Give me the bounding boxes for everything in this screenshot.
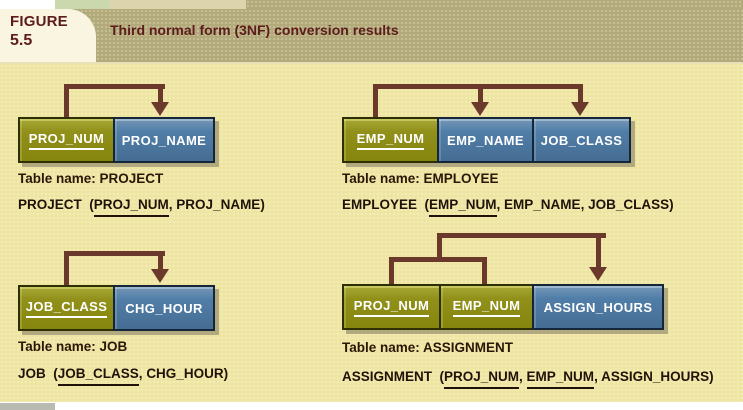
table-row-project: PROJ_NUM PROJ_NAME [18, 117, 215, 163]
table-name-project: Table name: PROJECT [18, 171, 164, 186]
cell-emp-name: EMP_NAME [437, 117, 534, 163]
schema-separator: , [496, 197, 505, 212]
cell-job-class-key: JOB_CLASS [18, 285, 115, 331]
schema-attr: JOB_CLASS [588, 197, 670, 212]
schema-attr: PROJ_NAME [176, 197, 261, 212]
schema-attr: CHG_HOUR [146, 366, 224, 381]
schema-prefix: ASSIGNMENT ( [342, 369, 445, 384]
schema-prefix: JOB ( [18, 366, 58, 381]
schema-attr: EMP_NAME [504, 197, 581, 212]
schema-separator: , [168, 197, 177, 212]
arrow-segment [64, 84, 69, 117]
schema-prefix: PROJECT ( [18, 197, 94, 212]
attr-label: JOB_CLASS [540, 132, 623, 148]
table-row-job: JOB_CLASS CHG_HOUR [18, 285, 215, 331]
arrowhead-icon [151, 102, 169, 116]
table-name-job: Table name: JOB [18, 339, 128, 354]
schema-attr: ASSIGN_HOURS [601, 369, 710, 384]
arrow-segment [64, 251, 165, 256]
cell-job-class: JOB_CLASS [532, 117, 631, 163]
figure-header-band: Third normal form (3NF) conversion resul… [0, 9, 743, 62]
table-row-assignment: PROJ_NUM EMP_NUM ASSIGN_HOURS [342, 284, 664, 330]
cell-proj-num: PROJ_NUM [18, 117, 115, 163]
attr-label: ASSIGN_HOURS [543, 299, 653, 315]
arrow-segment [158, 251, 163, 270]
arrow-segment [478, 84, 483, 103]
arrow-segment [64, 84, 165, 89]
schema-separator: , [138, 366, 147, 381]
arrow-segment [482, 257, 487, 284]
attr-label: CHG_HOUR [125, 300, 203, 316]
schema-suffix: ) [709, 369, 714, 384]
schema-key-attr: PROJ_NUM [444, 369, 520, 389]
cell-chg-hour: CHG_HOUR [113, 285, 215, 331]
attr-label: EMP_NAME [447, 132, 524, 148]
figure-number: 5.5 [10, 32, 33, 49]
schema-key-attr: EMP_NUM [429, 197, 497, 217]
pk-label: PROJ_NUM [28, 131, 105, 150]
arrowhead-icon [571, 102, 589, 116]
schema-separator: , [519, 369, 527, 384]
schema-suffix: ) [260, 197, 265, 212]
cell-proj-num-key: PROJ_NUM [342, 284, 441, 330]
arrowhead-icon [471, 102, 489, 116]
figure-label: FIGURE [10, 13, 68, 30]
cell-emp-num-key: EMP_NUM [439, 284, 534, 330]
pk-label: EMP_NUM [452, 298, 521, 317]
arrow-segment [596, 233, 601, 268]
cell-proj-name: PROJ_NAME [113, 117, 215, 163]
schema-project: PROJECT (PROJ_NUM, PROJ_NAME) [18, 197, 265, 217]
page-top-green-tab [55, 0, 110, 9]
page-bottom-edge [0, 402, 743, 410]
schema-key-attr: EMP_NUM [526, 369, 595, 389]
schema-prefix: EMPLOYEE ( [342, 197, 430, 212]
table-name-employee: Table name: EMPLOYEE [342, 171, 499, 186]
arrowhead-icon [151, 269, 169, 283]
schema-separator: , [594, 369, 602, 384]
figure-label-box: FIGURE 5.5 [0, 9, 96, 62]
cell-emp-num: EMP_NUM [342, 117, 439, 163]
header-band-top-strip [246, 0, 743, 9]
schema-job: JOB (JOB_CLASS, CHG_HOUR) [18, 366, 228, 386]
arrow-segment [64, 251, 69, 285]
figure-title: Third normal form (3NF) conversion resul… [110, 22, 399, 38]
schema-key-attr: JOB_CLASS [57, 366, 139, 386]
arrow-segment [373, 84, 378, 117]
arrow-segment [389, 257, 394, 284]
page-bottom-gray-block [0, 403, 55, 410]
band-divider-line [0, 62, 743, 64]
cell-assign-hours: ASSIGN_HOURS [532, 284, 664, 330]
attr-label: PROJ_NAME [121, 132, 207, 148]
schema-suffix: ) [669, 197, 674, 212]
pk-label: JOB_CLASS [25, 299, 108, 318]
arrowhead-icon [589, 267, 607, 281]
page-top-cream-strip [110, 0, 246, 9]
arrow-segment [158, 84, 163, 103]
table-name-assignment: Table name: ASSIGNMENT [342, 340, 514, 355]
arrow-segment [437, 233, 606, 238]
arrow-segment [578, 84, 583, 103]
table-row-employee: EMP_NUM EMP_NAME JOB_CLASS [342, 117, 631, 163]
arrow-segment [437, 233, 442, 260]
pk-label: EMP_NUM [356, 131, 425, 150]
schema-suffix: ) [223, 366, 229, 381]
schema-assignment: ASSIGNMENT (PROJ_NUM, EMP_NUM, ASSIGN_HO… [342, 369, 714, 389]
pk-label: PROJ_NUM [353, 298, 430, 317]
schema-key-attr: PROJ_NUM [93, 197, 169, 217]
arrow-segment [389, 257, 487, 262]
schema-employee: EMPLOYEE (EMP_NUM, EMP_NAME, JOB_CLASS) [342, 197, 674, 217]
schema-separator: , [580, 197, 589, 212]
